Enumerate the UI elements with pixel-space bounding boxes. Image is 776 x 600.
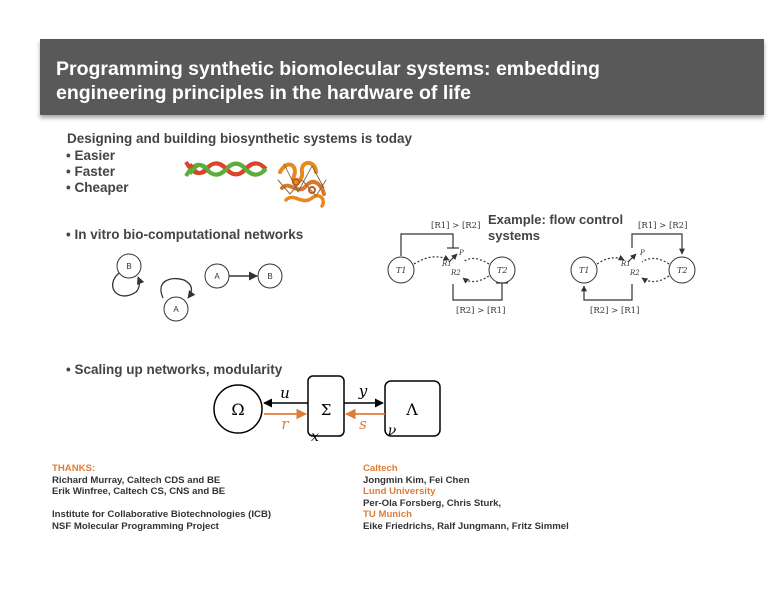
label-r1: R1 xyxy=(620,260,631,268)
bottom-edge xyxy=(452,283,503,301)
flow-control-diagram-right: [R1] > [R2] T1 T2 P R1 R2 [R2] > [R1] xyxy=(570,221,696,316)
title-banner: Programming synthetic biomolecular syste… xyxy=(40,39,764,115)
dashed-edge xyxy=(596,254,625,265)
node-b-self xyxy=(116,253,142,279)
p-edge xyxy=(448,253,458,263)
thanks-heading: THANKS: xyxy=(52,463,96,474)
condition-label: [R2] > [R1] xyxy=(456,306,505,316)
p-edge xyxy=(627,253,637,263)
node-label: B xyxy=(126,262,131,271)
sigma-label: Σ xyxy=(321,401,332,419)
omega-block xyxy=(213,384,263,434)
self-loop-edge xyxy=(112,272,145,297)
s-label: s xyxy=(359,415,367,433)
bullet-in-vitro: • In vitro bio-computational networks xyxy=(66,227,304,242)
node-label: B xyxy=(267,272,272,281)
intro-heading: Designing and building biosynthetic syst… xyxy=(67,131,413,146)
thanks-line: Institute for Collaborative Biotechnolog… xyxy=(52,509,272,521)
network-diagram: B A A B xyxy=(112,253,283,322)
condition-label: [R1] > [R2] xyxy=(431,221,480,231)
condition-label: [R2] > [R1] xyxy=(590,306,639,316)
label-t2: T2 xyxy=(677,266,687,275)
thanks-line: NSF Molecular Programming Project xyxy=(52,520,219,532)
collaborators-block: Caltech Jongmin Kim, Fei Chen Lund Unive… xyxy=(363,463,569,533)
collaborator-org-caltech: Caltech xyxy=(363,463,398,474)
collaborator-people: Eike Friedrichs, Ralf Jungmann, Fritz Si… xyxy=(363,520,569,532)
node-b xyxy=(257,263,283,289)
dashed-edge xyxy=(641,275,670,284)
modularity-diagram: Ω Σ Λ u r y s x ν xyxy=(213,375,441,445)
top-edge xyxy=(631,233,685,255)
label-p: P xyxy=(639,249,645,257)
thanks-line: Erik Winfree, Caltech CS, CNS and BE xyxy=(52,486,226,498)
label-r2: R2 xyxy=(450,269,461,277)
collaborator-people: Per-Ola Forsberg, Chris Sturk, xyxy=(363,497,502,509)
bullet-scaling: • Scaling up networks, modularity xyxy=(66,362,283,377)
collaborator-org-tum: TU Munich xyxy=(363,509,413,521)
lambda-label: Λ xyxy=(405,400,418,419)
y-label: y xyxy=(358,382,368,400)
u-label: u xyxy=(280,384,290,402)
condition-label: [R1] > [R2] xyxy=(638,221,687,231)
node-label: A xyxy=(173,305,179,314)
dashed-edge xyxy=(413,254,450,265)
x-label: x xyxy=(311,429,319,445)
thanks-spacer xyxy=(52,498,271,510)
title-line-1: Programming synthetic biomolecular syste… xyxy=(56,58,600,80)
top-edge xyxy=(400,233,454,256)
thanks-block: THANKS: Richard Murray, Caltech CDS and … xyxy=(52,463,271,533)
dashed-edge xyxy=(641,257,670,265)
node-t1 xyxy=(387,256,415,284)
label-t1: T1 xyxy=(396,266,406,275)
node-t2 xyxy=(668,256,696,284)
bottom-edge xyxy=(581,284,633,301)
slide-title: Programming synthetic biomolecular syste… xyxy=(56,57,746,105)
sigma-block xyxy=(307,375,345,437)
thanks-line: Richard Murray, Caltech CDS and BE xyxy=(52,474,221,486)
protein-structure-image xyxy=(277,161,327,208)
label-t2: T2 xyxy=(497,266,507,275)
omega-label: Ω xyxy=(231,400,244,419)
flow-control-diagram-left: [R1] > [R2] T1 T2 P R1 R2 [R2] > [R1] xyxy=(387,221,516,316)
title-line-2: engineering principles in the hardware o… xyxy=(56,82,471,104)
nu-label: ν xyxy=(388,423,397,439)
self-loop-edge-a xyxy=(160,277,196,299)
list-item-cheaper: • Cheaper xyxy=(66,180,129,195)
list-item-easier: • Easier xyxy=(66,148,116,163)
label-p: P xyxy=(458,249,464,257)
collaborator-people: Jongmin Kim, Fei Chen xyxy=(363,474,470,486)
label-r2: R2 xyxy=(629,269,640,277)
dna-helix-image xyxy=(184,160,268,178)
node-t1 xyxy=(570,256,598,284)
label-t1: T1 xyxy=(579,266,589,275)
label-r1: R1 xyxy=(441,260,452,268)
node-a-self xyxy=(163,296,189,322)
lambda-block xyxy=(384,380,441,437)
example-text: Example: flow control systems xyxy=(488,212,624,243)
node-label: A xyxy=(214,272,220,281)
dashed-edge xyxy=(462,275,490,284)
r-label: r xyxy=(281,415,289,433)
dashed-edge xyxy=(462,257,490,265)
collaborator-org-lund: Lund University xyxy=(363,486,436,498)
list-item-faster: • Faster xyxy=(66,164,115,179)
